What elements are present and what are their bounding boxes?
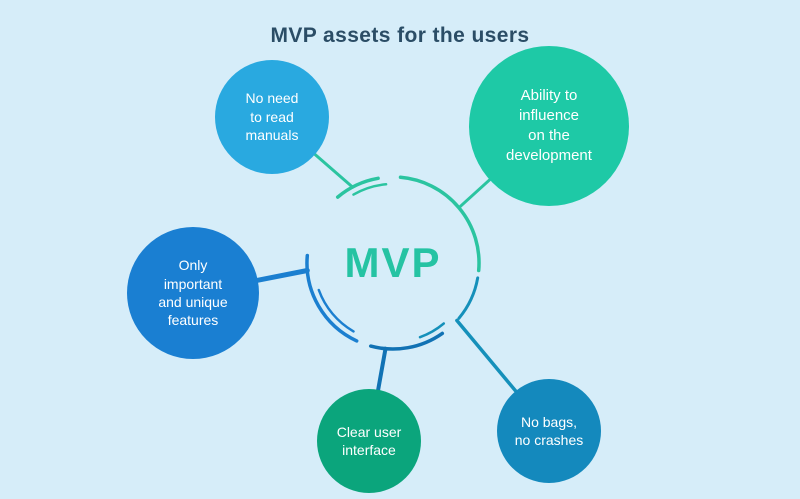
node-no-manuals: No need to read manuals (215, 60, 329, 174)
ring-arc-bottom (368, 331, 445, 351)
node-label: No need to read manuals (245, 90, 299, 144)
ring-arc-green-dash (335, 176, 380, 199)
ring-arc-right (457, 276, 480, 320)
ring-arc-green-main (398, 175, 481, 273)
ring-arc-right-inner (418, 322, 446, 339)
center-node-mvp: MVP (333, 233, 453, 293)
node-influence-development: Ability to influence on the development (469, 46, 629, 206)
node-label: Ability to influence on the development (506, 87, 592, 164)
node-label: Only important and unique features (158, 257, 228, 329)
node-unique-features: Only important and unique features (127, 227, 259, 359)
node-label: Clear user interface (336, 423, 402, 458)
diagram-title: MVP assets for the users (270, 24, 530, 47)
ring-arc-green-inner (352, 183, 388, 196)
node-no-crashes: No bags, no crashes (497, 379, 601, 483)
center-node-label: MVP (344, 239, 442, 286)
node-label: No bags, no crashes (514, 413, 584, 448)
node-clear-interface: Clear user interface (317, 389, 421, 493)
ring-arc-blue-main (305, 253, 359, 343)
ring-arc-blue-inner (317, 288, 355, 333)
